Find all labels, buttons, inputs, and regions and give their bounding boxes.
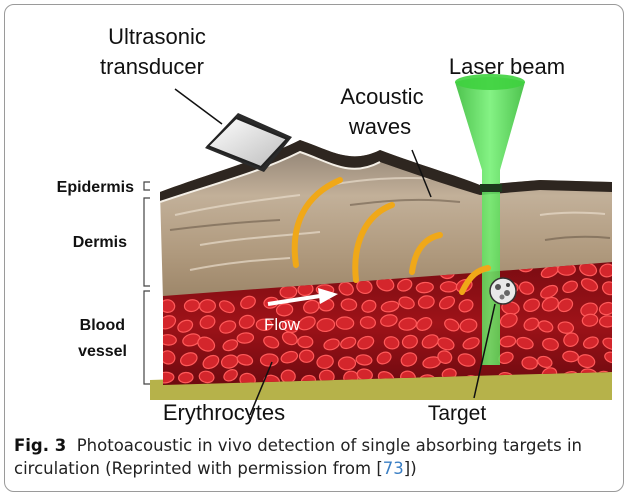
acoustic-waves-label-line2: waves xyxy=(348,114,411,139)
blood-vessel-label-line2: vessel xyxy=(78,343,127,360)
erythrocyte xyxy=(160,299,175,313)
transducer-label-line2: transducer xyxy=(100,54,204,79)
blood-vessel-label-line1: Blood xyxy=(80,317,125,334)
erythrocyte xyxy=(338,357,356,371)
acoustic-waves-label-line1: Acoustic xyxy=(340,84,423,109)
erythrocyte xyxy=(298,336,313,347)
erythrocyte xyxy=(440,281,457,292)
flow-label: Flow xyxy=(264,315,301,334)
figure-number: Fig. 3 xyxy=(14,436,66,455)
erythrocyte xyxy=(281,370,295,383)
dermis-label: Dermis xyxy=(73,234,127,251)
epidermis-label: Epidermis xyxy=(57,179,134,196)
layer-brackets xyxy=(144,182,150,384)
erythrocyte xyxy=(336,317,354,330)
citation-link[interactable]: 73 xyxy=(383,459,404,478)
laser-beam-label: Laser beam xyxy=(449,54,565,79)
caption-text-end: ]) xyxy=(404,459,417,478)
erythrocyte xyxy=(299,350,314,363)
erythrocyte xyxy=(260,354,278,367)
erythrocyte xyxy=(360,316,376,329)
erythrocyte xyxy=(341,298,357,311)
erythrocyte xyxy=(599,316,615,328)
figure-caption: Fig. 3 Photoacoustic in vivo detection o… xyxy=(14,434,614,480)
erythrocyte xyxy=(280,285,297,299)
erythrocytes-label: Erythrocytes xyxy=(163,400,285,425)
target-label: Target xyxy=(428,402,487,425)
transducer-label-line1: Ultrasonic xyxy=(108,24,206,49)
caption-text: Photoacoustic in vivo detection of singl… xyxy=(14,436,582,478)
target-particle xyxy=(490,278,516,304)
erythrocyte xyxy=(199,299,215,312)
